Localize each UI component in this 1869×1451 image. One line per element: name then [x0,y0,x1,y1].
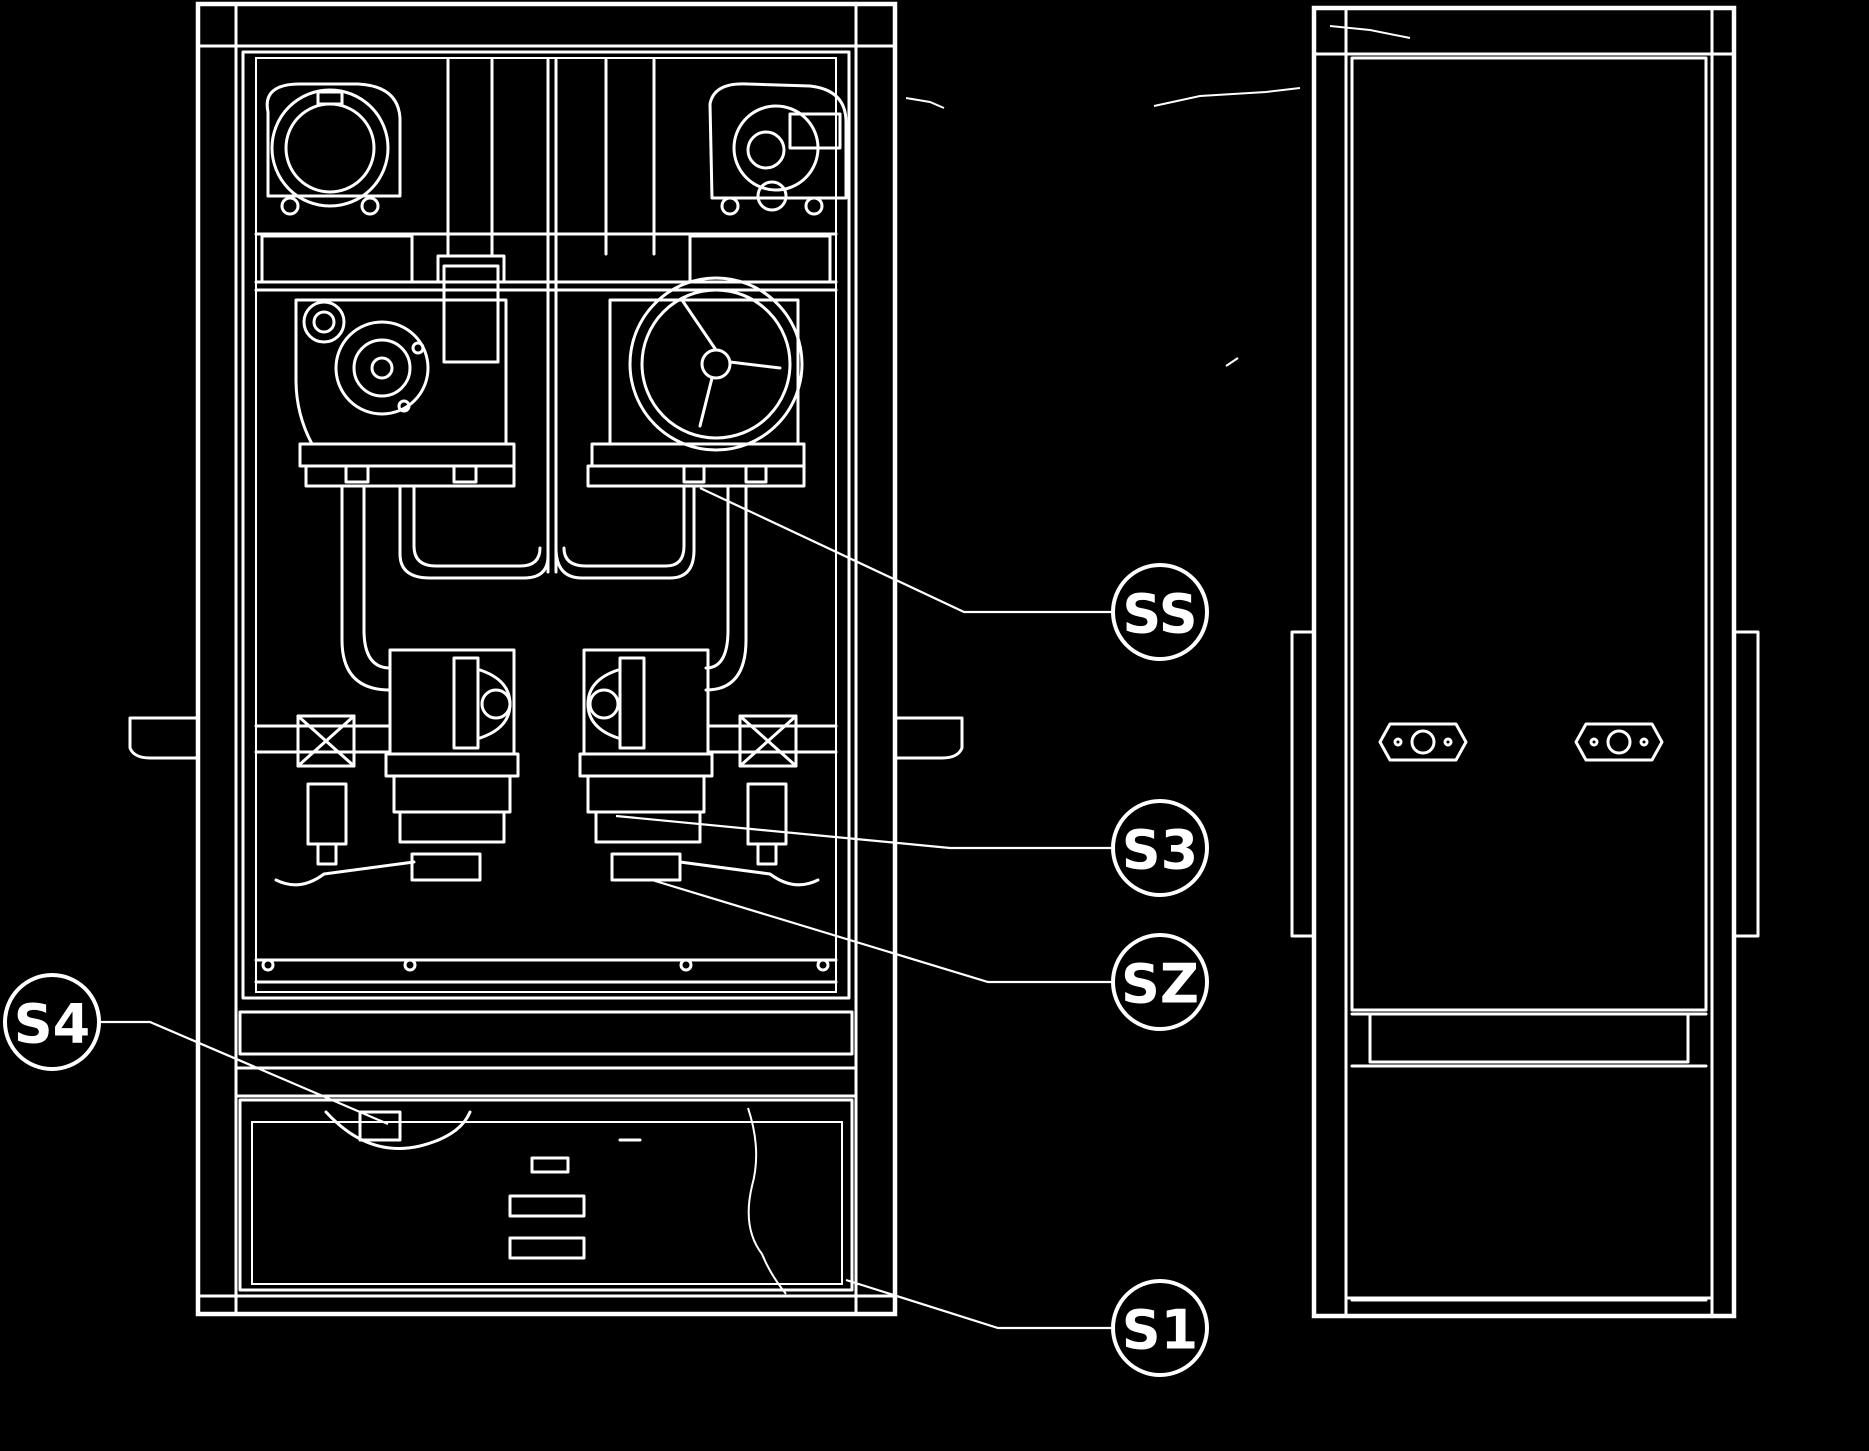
side-view-cabinet [1290,5,1760,1319]
callout-ss: SS [1111,563,1209,661]
left-valve-assembly [254,648,520,887]
top-left-fan-housing [265,82,402,216]
callout-s4-label: S4 [14,993,90,1056]
left-blower-assembly [294,264,516,488]
leader-lines [100,487,1112,1330]
top-right-fan-housing [708,82,848,216]
callout-s1-label: S1 [1122,1299,1198,1362]
right-blower-assembly [586,276,806,488]
callout-s1: S1 [1111,1279,1209,1377]
mid-shelf [254,232,838,292]
right-valve-assembly [578,648,838,887]
callout-s3: S3 [1111,799,1209,897]
center-ducts [446,58,656,574]
scan-artifacts [905,25,1411,367]
callout-sz: SZ [1111,933,1209,1031]
front-view-cabinet [128,1,964,1317]
callout-s4: S4 [3,973,101,1071]
callout-sz-label: SZ [1121,953,1199,1016]
rail-bolts [261,958,830,972]
callout-ss-label: SS [1122,583,1197,646]
callout-s3-label: S3 [1122,819,1198,882]
pipework [340,484,748,692]
